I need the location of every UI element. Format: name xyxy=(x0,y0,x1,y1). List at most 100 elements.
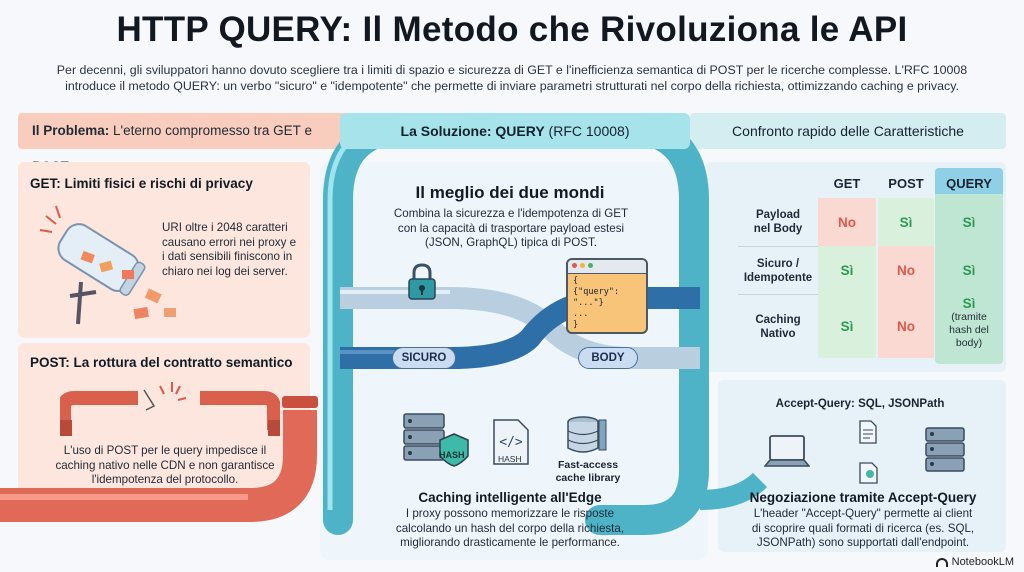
note-line: body) xyxy=(955,337,983,349)
page-title: HTTP QUERY: Il Metodo che Rivoluziona le… xyxy=(116,10,908,49)
query-column-bg xyxy=(935,168,1003,364)
laptop-icon xyxy=(764,435,810,467)
server-icon xyxy=(925,427,965,472)
accept-line-1: L'header "Accept-Query" permette ai clie… xyxy=(753,507,973,520)
post-heading: POST: La rottura del contratto semantico xyxy=(30,355,293,370)
row-label-line: nel Body xyxy=(753,223,803,235)
center-description: Combina la sicurezza e l'idempotenza di … xyxy=(370,207,652,251)
caching-heading: Caching intelligente all'Edge xyxy=(418,490,602,505)
code-brace-open: { xyxy=(573,276,579,286)
col-get: GET xyxy=(833,176,861,191)
solution-band-text: (RFC 10008) xyxy=(544,123,630,139)
code-window: { {"query": "..."} ... } xyxy=(566,258,648,334)
connector-pipe xyxy=(699,472,768,510)
comparison-band: Confronto rapido delle Caratteristiche xyxy=(690,113,1006,149)
code-window-bar xyxy=(568,260,646,274)
broken-pipe-icon xyxy=(60,382,280,436)
caching-query-note: (tramite hash del body) xyxy=(935,311,1003,350)
col-post: POST xyxy=(888,176,924,191)
center-line-1: Combina la sicurezza e l'idempotenza di … xyxy=(393,207,629,220)
col-query: QUERY xyxy=(946,176,992,191)
post-description: L'uso di POST per le query impedisce il … xyxy=(30,444,300,488)
server-hash-icon xyxy=(403,413,469,467)
svg-text:</>: </> xyxy=(499,435,523,450)
query-header-bg xyxy=(935,168,1003,194)
window-dot-icon xyxy=(580,263,585,268)
document-icon xyxy=(859,420,877,444)
cell-safe-query: Sì xyxy=(962,262,976,278)
window-dot-icon xyxy=(588,263,593,268)
brand-logo: NotebookLM xyxy=(935,556,1014,568)
get-line-2: causano errori nei proxy e xyxy=(162,235,297,249)
row-label-line: Sicuro / xyxy=(756,257,800,270)
broken-jar-icon xyxy=(39,205,176,325)
row-label-line: Nativo xyxy=(760,327,796,340)
caching-query-value: Sì xyxy=(962,296,976,311)
caching-line-2: calcolando un hash del corpo della richi… xyxy=(395,521,625,535)
get-line-3: i dati sensibili finiscono in xyxy=(162,250,293,263)
accept-query-label: Accept-Query: SQL, JSONPath xyxy=(775,398,945,410)
intro-line-2: introduce il metodo QUERY: un verbo "sic… xyxy=(65,79,959,93)
caching-description: I proxy possono memorizzare le risposte … xyxy=(360,507,660,551)
window-dot-icon xyxy=(572,263,577,268)
intro-text: Per decenni, gli sviluppatori hanno dovu… xyxy=(40,62,984,94)
red-pipe-flange xyxy=(282,396,318,408)
problem-band-bold: Il Problema: xyxy=(32,123,110,138)
accept-line-2: di scoprire quali formati di ricerca (es… xyxy=(751,521,975,535)
hash-label-file: HASH xyxy=(498,454,522,464)
cell-payload-get: No xyxy=(818,198,876,246)
cell-caching-get: Sì xyxy=(818,294,876,358)
code-brace-close: } xyxy=(573,320,579,330)
row-label-safe: Sicuro /Idempotente xyxy=(738,246,818,294)
code-query: {"query": "..."} xyxy=(573,287,620,308)
merge-pipes xyxy=(340,287,700,369)
database-icon xyxy=(567,416,607,453)
post-line-1: L'uso di POST per le query impedisce il xyxy=(63,444,267,457)
lock-icon xyxy=(408,263,436,300)
row-label-line: Idempotente xyxy=(743,271,813,284)
row-label-line: Caching xyxy=(755,313,801,326)
accept-line-3: JSONPath) sono supportati dall'endpoint. xyxy=(756,536,970,549)
row-label-payload: Payload nel Body xyxy=(738,198,818,246)
json-file-icon xyxy=(859,462,878,484)
cell-caching-post: No xyxy=(878,294,934,358)
cache-label-2: cache library xyxy=(555,472,621,484)
accept-query-heading: Negoziazione tramite Accept-Query xyxy=(749,490,977,505)
solution-band-bold: La Soluzione: QUERY xyxy=(400,123,545,139)
row-label-line: Payload xyxy=(755,209,801,221)
center-line-3: (JSON, GraphQL) tipica di POST. xyxy=(424,236,598,249)
brand-name: NotebookLM xyxy=(951,556,1014,568)
get-line-1: URI oltre i 2048 caratteri xyxy=(162,221,288,234)
hash-label-shield: HASH xyxy=(439,450,465,460)
code-file-icon: </> xyxy=(493,419,529,465)
cell-caching-query: Sì (tramite hash del body) xyxy=(935,296,1003,360)
caching-line-3: migliorando drasticamente le performance… xyxy=(400,536,620,549)
notebooklm-icon xyxy=(935,557,948,567)
solution-band: La Soluzione: QUERY (RFC 10008) xyxy=(340,113,690,149)
cell-safe-get: Sì xyxy=(818,246,876,294)
safe-pill: SICURO xyxy=(392,347,456,369)
caching-line-1: I proxy possono memorizzare le risposte xyxy=(405,507,615,520)
code-ellipsis: ... xyxy=(573,309,589,319)
get-line-4: chiaro nei log dei server. xyxy=(162,264,288,278)
cell-safe-post: No xyxy=(878,246,934,294)
post-line-2: caching nativo nelle CDN e non garantisc… xyxy=(55,458,275,472)
comparison-table: GET POST QUERY Payload nel Body No Sì Sì … xyxy=(706,162,1006,372)
cache-label-1: Fast-access xyxy=(557,459,619,471)
code-content: { {"query": "..."} ... } xyxy=(568,274,646,333)
note-line: hash del xyxy=(949,324,989,336)
note-line: (tramite xyxy=(951,311,987,323)
center-line-2: con la capacità di trasportare payload e… xyxy=(397,221,625,235)
body-pill: BODY xyxy=(578,347,638,369)
center-heading: Il meglio dei due mondi xyxy=(415,183,605,202)
get-description: URI oltre i 2048 caratteri causano error… xyxy=(162,221,308,279)
post-line-3: l'idempotenza del protocollo. xyxy=(91,473,239,486)
red-pipe xyxy=(0,410,317,522)
cell-payload-post: Sì xyxy=(878,198,934,246)
accept-query-description: L'header "Accept-Query" permette ai clie… xyxy=(724,507,1002,551)
cell-payload-query: Sì xyxy=(962,214,976,230)
get-heading: GET: Limiti fisici e rischi di privacy xyxy=(30,176,253,191)
cache-label: Fast-access cache library xyxy=(548,459,628,485)
intro-line-1: Per decenni, gli sviluppatori hanno dovu… xyxy=(56,63,968,77)
